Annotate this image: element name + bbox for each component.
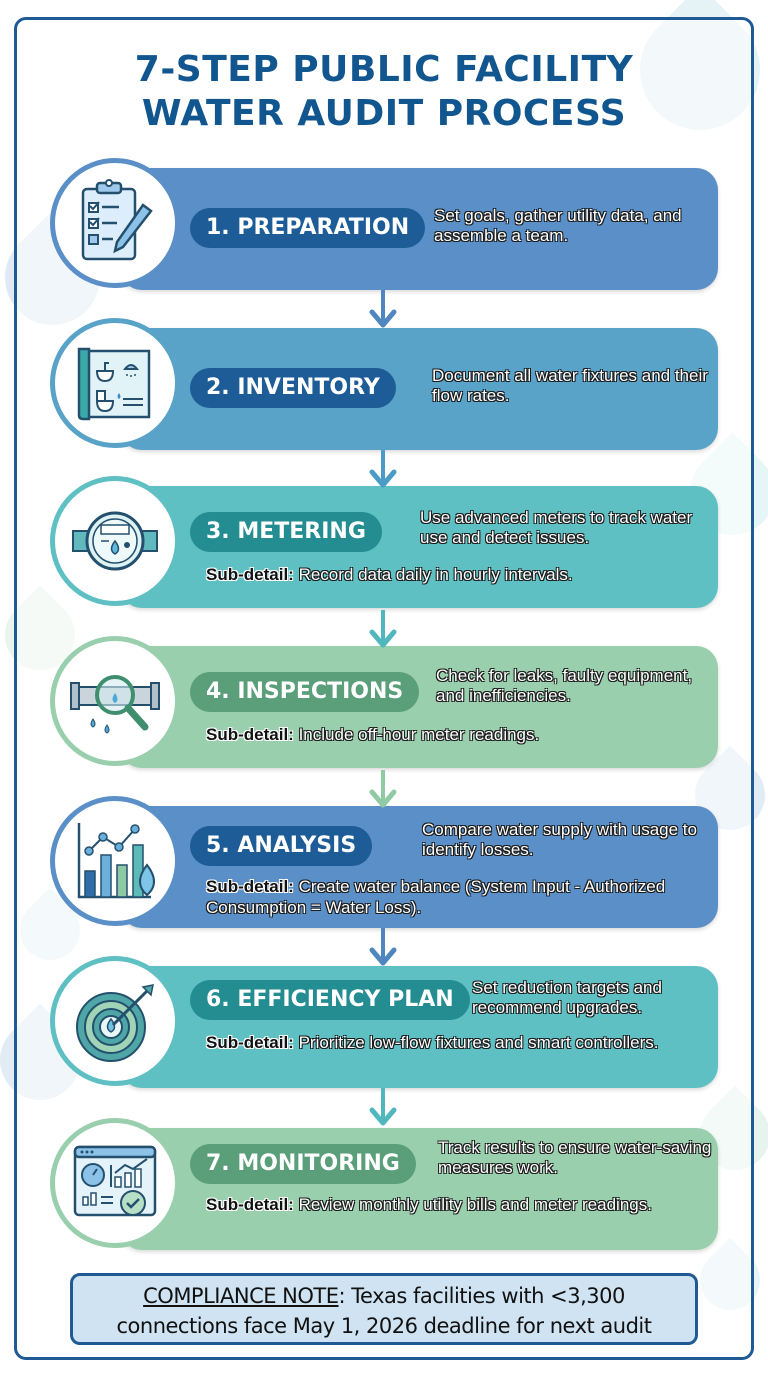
compliance-note-text: : Texas facilities with <3,300 — [338, 1284, 626, 1308]
sub-detail-label: Sub-detail: — [206, 725, 294, 744]
step-label: 6. EFFICIENCY PLAN — [190, 980, 470, 1020]
sub-detail-text: Review monthly utility bills and meter r… — [298, 1195, 652, 1214]
sub-detail-text: Prioritize low-flow fixtures and smart c… — [298, 1033, 659, 1052]
step-preparation: 1. PREPARATION Set goals, gather utility… — [50, 158, 718, 290]
flow-arrow-icon — [368, 928, 398, 966]
step-description: Track results to ensure water-saving mea… — [438, 1138, 712, 1177]
step-inventory: 2. INVENTORY Document all water fixtures… — [50, 318, 718, 450]
step-sub-detail: Sub-detail: Prioritize low-flow fixtures… — [206, 1032, 716, 1053]
step-description: Document all water fixtures and their fl… — [432, 366, 708, 405]
chart-droplet-icon — [77, 823, 155, 899]
target-arrow-icon — [76, 984, 154, 1062]
step-icon-circle — [50, 796, 180, 926]
step-icon-circle — [50, 956, 180, 1086]
flow-arrow-icon — [368, 610, 398, 648]
dashboard-icon — [73, 1145, 157, 1217]
step-label: 5. ANALYSIS — [190, 826, 373, 866]
flow-arrow-icon — [368, 1088, 398, 1126]
step-label: 7. MONITORING — [190, 1144, 416, 1184]
step-description: Use advanced meters to track water use a… — [420, 508, 693, 547]
step-label: 1. PREPARATION — [190, 208, 426, 248]
sub-detail-label: Sub-detail: — [206, 1195, 294, 1214]
flow-arrow-icon — [368, 290, 398, 328]
step-sub-detail: Sub-detail: Include off-hour meter readi… — [206, 724, 716, 745]
compliance-note-line-1: COMPLIANCE NOTE: Texas facilities with <… — [73, 1281, 695, 1311]
step-description: Check for leaks, faulty equipment, and i… — [436, 666, 693, 705]
sub-detail-text: Create water balance (System Input - Aut… — [206, 877, 666, 917]
page-title: 7-STEP PUBLIC FACILITY WATER AUDIT PROCE… — [0, 48, 768, 136]
sub-detail-text: Include off-hour meter readings. — [298, 725, 540, 744]
sub-detail-label: Sub-detail: — [206, 1033, 294, 1052]
step-metering: 3. METERING Use advanced meters to track… — [50, 476, 718, 608]
step-icon-circle — [50, 158, 180, 288]
step-icon-circle — [50, 476, 180, 606]
compliance-note-heading: COMPLIANCE NOTE — [143, 1284, 339, 1308]
step-description: Set reduction targets and recommend upgr… — [472, 978, 662, 1017]
step-icon-circle — [50, 318, 180, 448]
sub-detail-label: Sub-detail: — [206, 877, 294, 896]
step-label: 4. INSPECTIONS — [190, 672, 420, 712]
flow-arrow-icon — [368, 770, 398, 808]
step-sub-detail: Sub-detail: Create water balance (System… — [206, 876, 716, 918]
step-inspections: 4. INSPECTIONS Check for leaks, faulty e… — [50, 636, 718, 768]
title-line-2: WATER AUDIT PROCESS — [141, 93, 627, 134]
sub-detail-text: Record data daily in hourly intervals. — [298, 565, 573, 584]
step-label: 2. INVENTORY — [190, 368, 396, 408]
floorplan-fixtures-icon — [77, 347, 151, 421]
compliance-note-line-2: connections face May 1, 2026 deadline fo… — [116, 1314, 653, 1338]
step-analysis: 5. ANALYSIS Compare water supply with us… — [50, 796, 718, 928]
pipe-magnifier-icon — [70, 675, 160, 734]
flow-arrow-icon — [368, 450, 398, 488]
water-meter-icon — [72, 511, 158, 571]
clipboard-checklist-icon — [81, 179, 153, 261]
title-line-1: 7-STEP PUBLIC FACILITY — [134, 49, 634, 90]
step-sub-detail: Sub-detail: Review monthly utility bills… — [206, 1194, 716, 1215]
step-description: Set goals, gather utility data, and asse… — [434, 206, 682, 245]
step-monitoring: 7. MONITORING Track results to ensure wa… — [50, 1118, 718, 1250]
sub-detail-label: Sub-detail: — [206, 565, 294, 584]
step-icon-circle — [50, 636, 180, 766]
step-sub-detail: Sub-detail: Record data daily in hourly … — [206, 564, 716, 585]
compliance-note: COMPLIANCE NOTE: Texas facilities with <… — [70, 1273, 698, 1345]
step-efficiency-plan: 6. EFFICIENCY PLAN Set reduction targets… — [50, 956, 718, 1088]
step-icon-circle — [50, 1118, 180, 1248]
step-description: Compare water supply with usage to ident… — [422, 820, 697, 859]
step-label: 3. METERING — [190, 512, 382, 552]
